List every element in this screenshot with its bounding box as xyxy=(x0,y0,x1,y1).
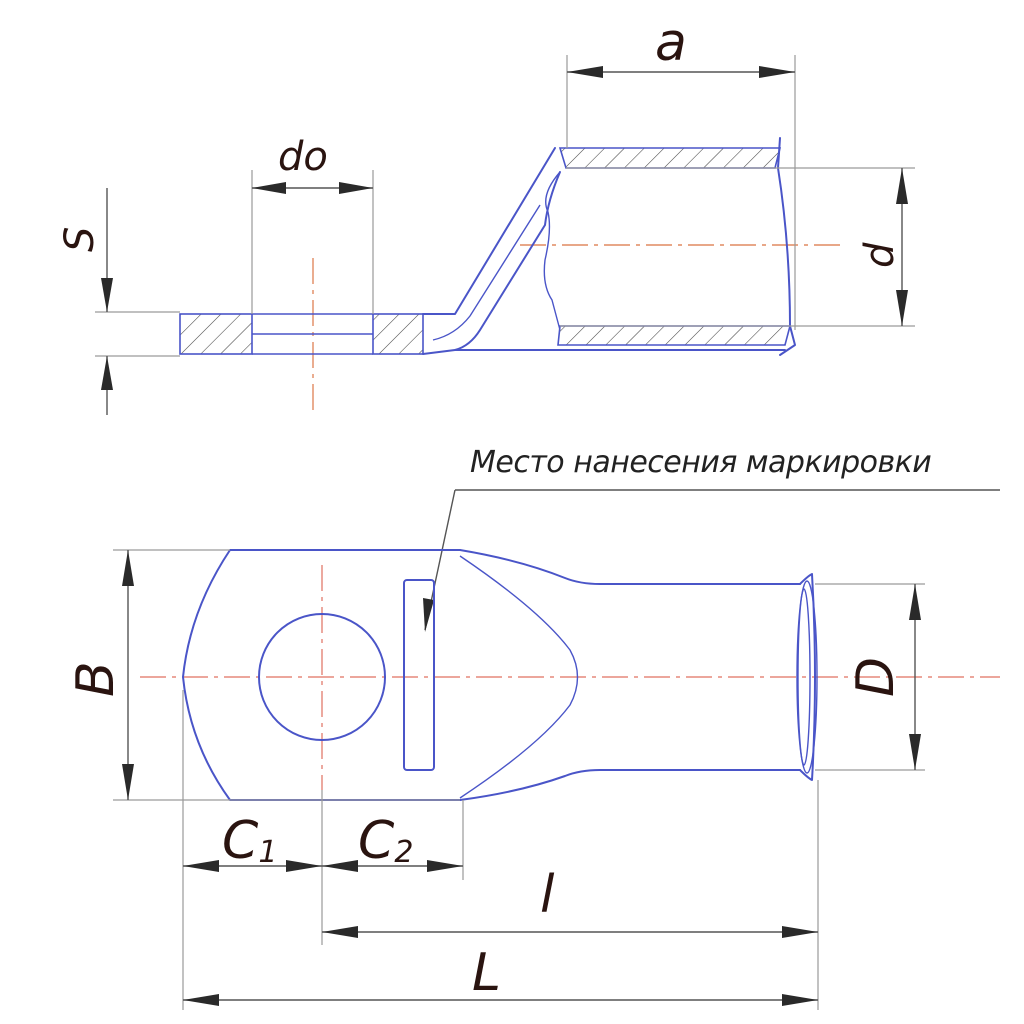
neck-break-line xyxy=(543,171,561,331)
bolt-hole xyxy=(258,613,386,741)
label-c1-sub: 1 xyxy=(258,835,277,870)
label-c1-main: C xyxy=(222,811,259,871)
barrel-outline-bottom xyxy=(459,769,801,801)
dim-c2-arrow-left xyxy=(322,860,358,872)
neck-outer xyxy=(422,147,556,315)
label-L: L xyxy=(472,943,501,1003)
label-c2-sub: 2 xyxy=(394,835,413,870)
label-d: d xyxy=(857,242,903,268)
marking-leader-arrow xyxy=(423,598,434,632)
dim-do-arrow-left xyxy=(252,182,286,194)
barrel-outline-top xyxy=(459,549,801,585)
label-c1: C1 xyxy=(222,811,277,871)
plate-section-right xyxy=(372,313,424,355)
dim-l-arrow-left xyxy=(322,926,358,938)
label-c2: C2 xyxy=(358,811,413,871)
marking-note: Место нанесения маркировки xyxy=(423,445,1000,632)
dim-L-arrow-right xyxy=(782,994,818,1006)
dim-a-arrow-right xyxy=(759,66,795,78)
barrel-mouth xyxy=(796,580,818,774)
label-s: S xyxy=(57,227,103,252)
section-view: a do d S xyxy=(57,13,915,415)
dim-c2-arrow-right xyxy=(427,860,463,872)
barrel-wall-bottom xyxy=(557,325,792,346)
dim-b-arrow-bottom xyxy=(122,764,134,800)
marking-note-text: Место нанесения маркировки xyxy=(470,445,931,480)
dim-s-arrow-top xyxy=(101,278,113,312)
label-l: l xyxy=(540,865,555,925)
neck-inner xyxy=(422,171,561,355)
neck-inner-2 xyxy=(432,204,541,341)
crimp-triangle xyxy=(459,555,579,799)
dim-a-arrow-left xyxy=(567,66,603,78)
dim-c1-arrow-right xyxy=(286,860,322,872)
marking-slot xyxy=(403,579,435,771)
barrel-mouth-inner xyxy=(797,588,811,766)
barrel-end xyxy=(777,137,796,356)
barrel-wall-top xyxy=(558,147,782,169)
dim-do-arrow-right xyxy=(339,182,373,194)
plate-outline xyxy=(182,549,461,801)
label-do: do xyxy=(278,134,328,180)
dim-D-arrow-bottom xyxy=(909,734,921,770)
dim-b-arrow-top xyxy=(122,550,134,586)
label-D: D xyxy=(846,657,906,697)
label-c2-main: C xyxy=(358,811,395,871)
dim-L-arrow-left xyxy=(183,994,219,1006)
barrel-flare xyxy=(799,573,816,781)
label-B: B xyxy=(66,661,126,697)
dim-d-arrow-top xyxy=(896,168,908,204)
dim-c1-arrow-left xyxy=(183,860,219,872)
dim-d-arrow-bottom xyxy=(896,290,908,326)
dim-l-arrow-right xyxy=(782,926,818,938)
plate-section-left xyxy=(179,313,253,355)
dim-s-arrow-bottom xyxy=(101,356,113,390)
label-a: a xyxy=(655,13,687,73)
dim-D-arrow-top xyxy=(909,584,921,620)
plan-view: B D C1 C2 l L xyxy=(66,549,1000,1010)
